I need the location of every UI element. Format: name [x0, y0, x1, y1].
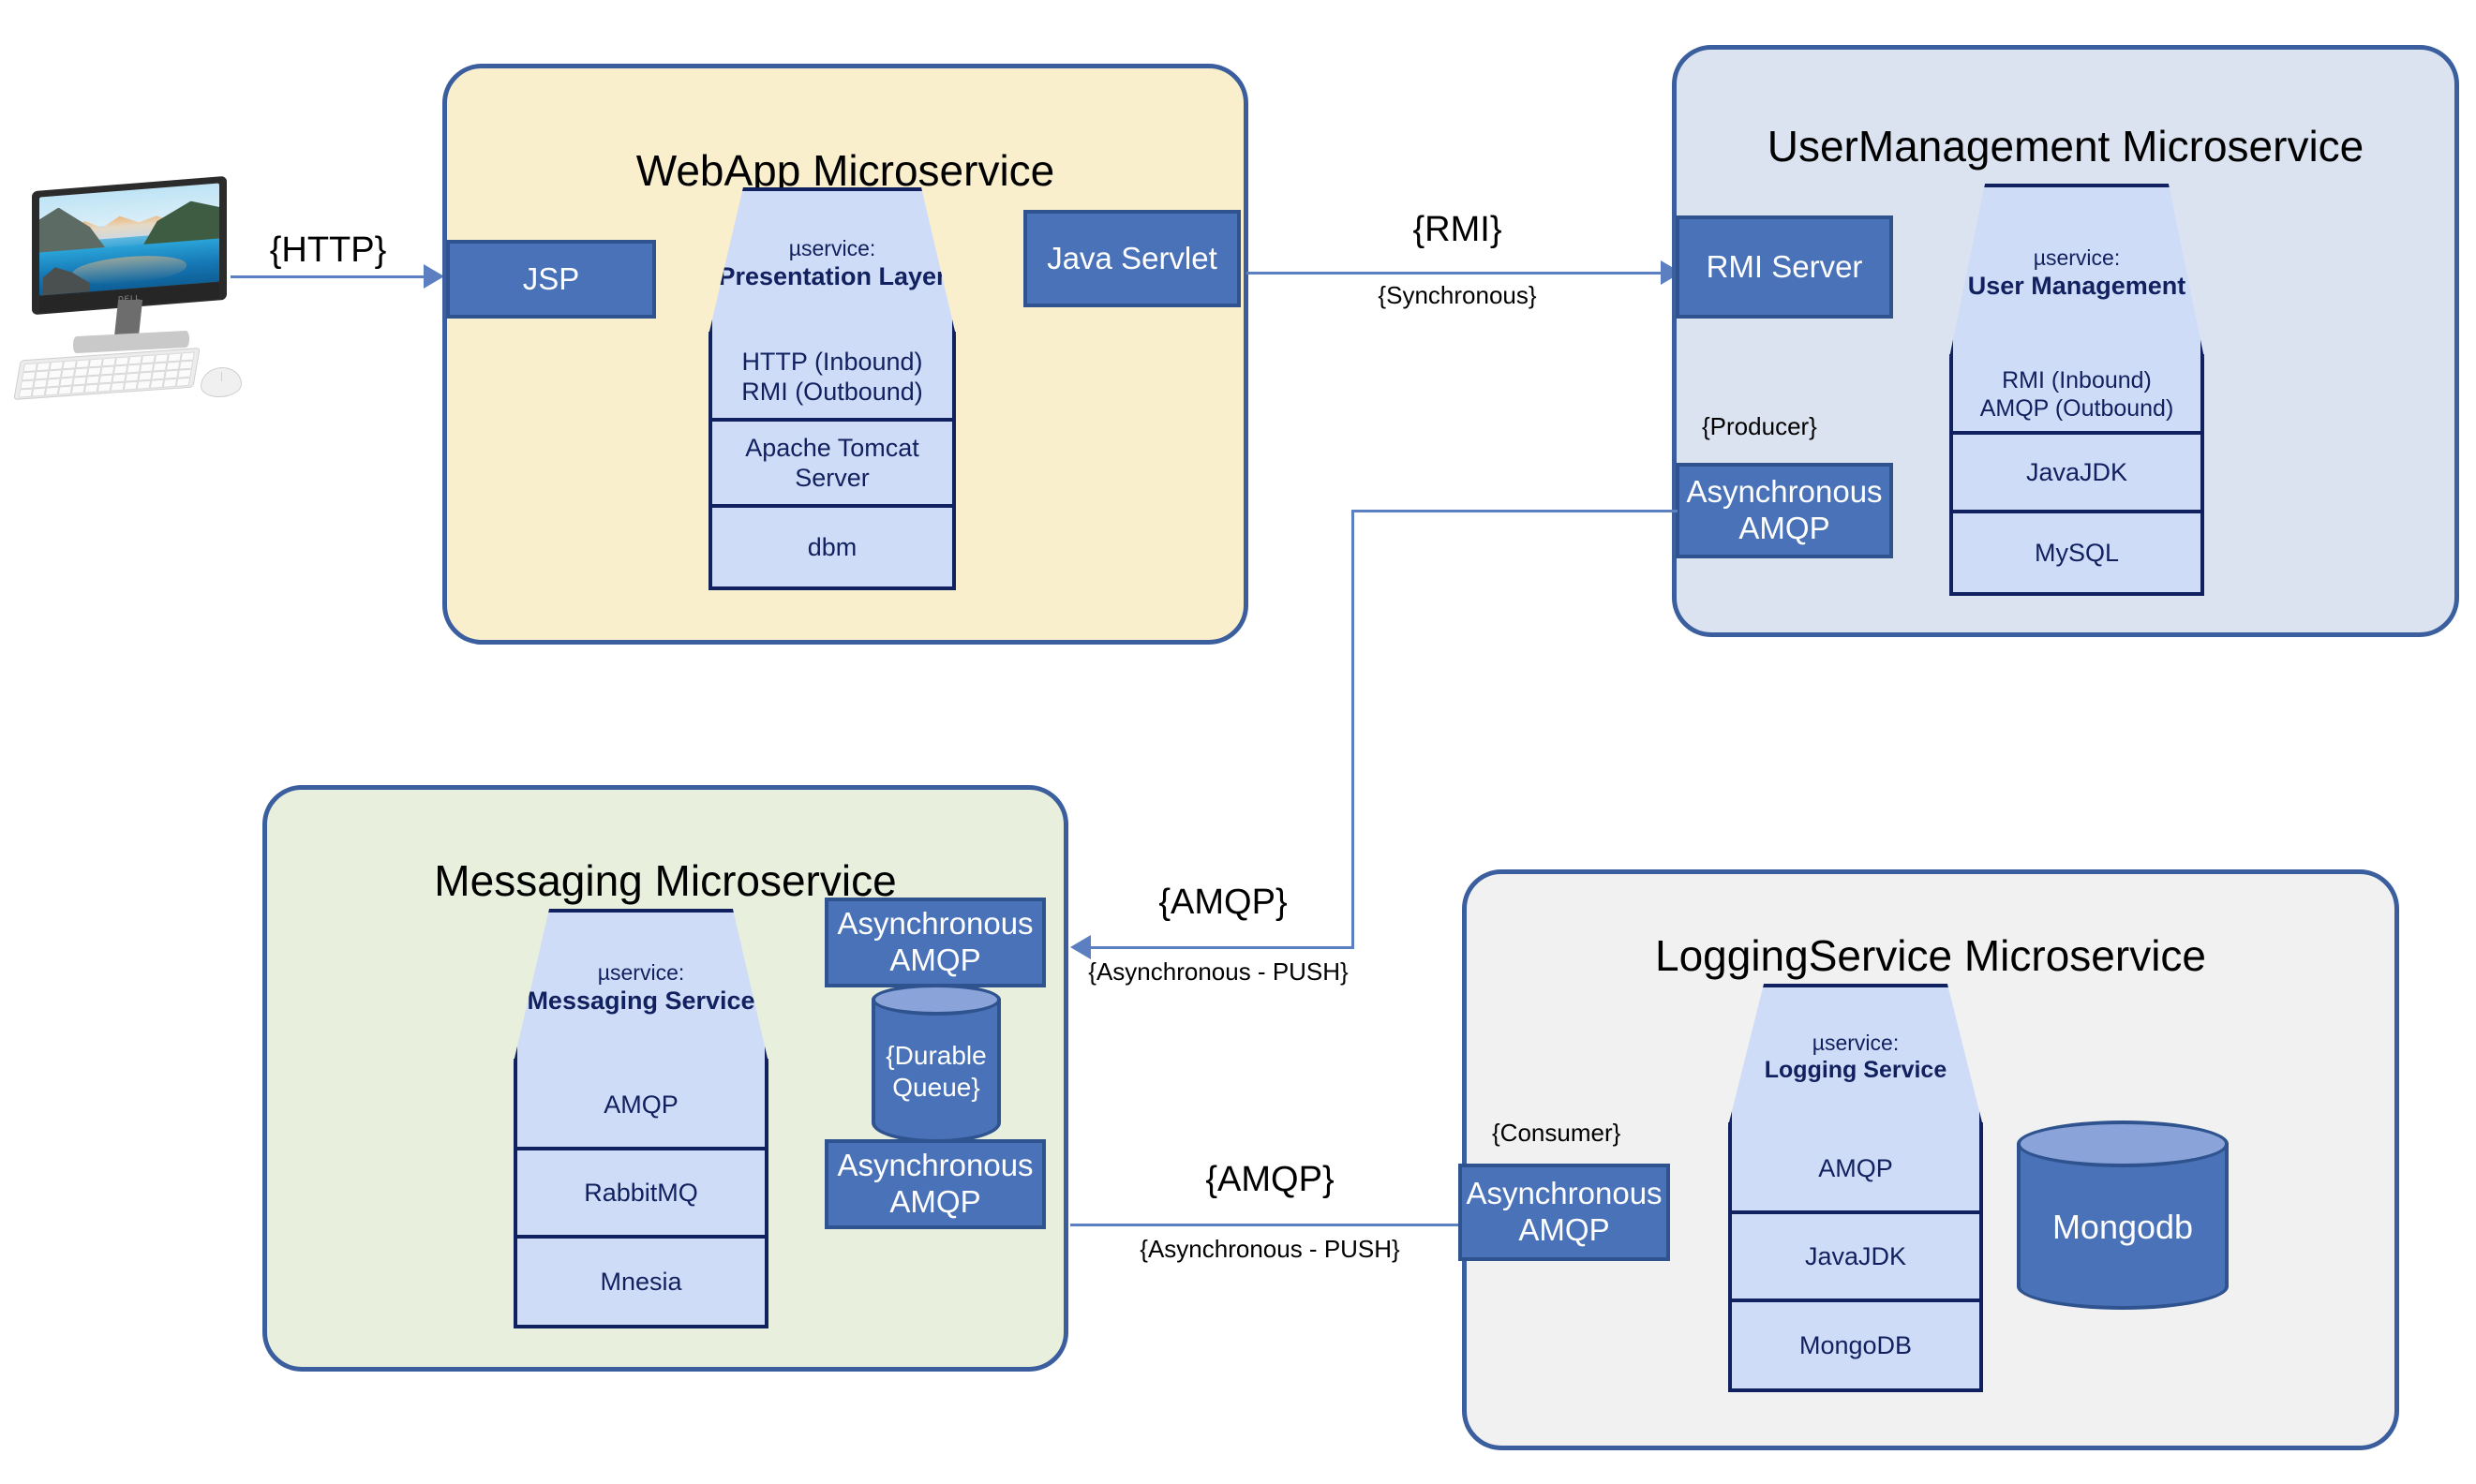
usermanagement-cap-sub: µservice:	[2033, 245, 2121, 270]
panel-title-usermanagement: UserManagement Microservice	[1767, 122, 2364, 171]
edge-label-rmi-mode: {Synchronous}	[1378, 281, 1537, 309]
logging-layer-2: MongoDB	[1728, 1298, 1983, 1392]
usermanagement-layer-0: RMI (Inbound) AMQP (Outbound)	[1949, 354, 2204, 435]
usermanagement-rmi-server-box[interactable]: RMI Server	[1676, 215, 1893, 319]
edge-label-amqp-consume-protocol: {AMQP}	[1205, 1160, 1335, 1199]
messaging-layer-0: AMQP	[514, 1059, 768, 1150]
webapp-stack-cap: µservice: Presentation Layer	[708, 187, 956, 335]
amqp-produce-arrowhead	[1070, 935, 1091, 959]
logging-layer-1: JavaJDK	[1728, 1210, 1983, 1302]
logging-cap-sub: µservice:	[1812, 1030, 1900, 1055]
edge-label-amqp-consume-mode: {Asynchronous - PUSH}	[1140, 1235, 1400, 1263]
usermanagement-layer-2: MySQL	[1949, 510, 2204, 596]
logging-consumer-tag: {Consumer}	[1492, 1119, 1621, 1147]
panel-title-loggingservice: LoggingService Microservice	[1654, 931, 2207, 980]
messaging-cap-sub: µservice:	[597, 959, 685, 985]
mongodb-label: Mongodb	[2051, 1208, 2194, 1246]
webapp-java-servlet-box[interactable]: Java Servlet	[1023, 210, 1241, 307]
messaging-layer-1: RabbitMQ	[514, 1147, 768, 1239]
webapp-layer-0: HTTP (Inbound) RMI (Outbound)	[708, 332, 956, 422]
logging-stack-cap: µservice: Logging Service	[1728, 984, 1983, 1126]
messaging-cap-main: Messaging Service	[527, 986, 755, 1015]
monitor-bezel: DELL	[32, 175, 227, 316]
logging-cap-main: Logging Service	[1764, 1056, 1947, 1083]
edge-label-amqp-produce-protocol: {AMQP}	[1158, 883, 1288, 922]
monitor-screen-wallpaper	[39, 183, 219, 296]
edge-label-http: {HTTP}	[269, 230, 387, 270]
messaging-async-amqp-outbound-box[interactable]: Asynchronous AMQP	[825, 1139, 1046, 1229]
edge-label-amqp-produce-mode: {Asynchronous - PUSH}	[1088, 957, 1349, 986]
usermanagement-producer-tag: {Producer}	[1702, 412, 1817, 440]
amqp-consume-edge-line	[1070, 1224, 1464, 1226]
monitor-stand-neck	[113, 300, 143, 337]
messaging-layer-2: Mnesia	[514, 1235, 768, 1328]
usermanagement-cap-main: User Management	[1967, 271, 2186, 300]
messaging-async-amqp-inbound-box[interactable]: Asynchronous AMQP	[825, 898, 1046, 987]
webapp-layer-1: Apache Tomcat Server	[708, 418, 956, 508]
logging-layer-0: AMQP	[1728, 1122, 1983, 1214]
rmi-edge-line	[1246, 272, 1666, 275]
amqp-produce-segment-top	[1351, 510, 1678, 512]
http-arrowhead	[424, 264, 444, 289]
webapp-layer-2: dbm	[708, 504, 956, 590]
logging-async-amqp-box[interactable]: Asynchronous AMQP	[1458, 1164, 1670, 1261]
webapp-jsp-box[interactable]: JSP	[446, 240, 656, 319]
panel-title-messaging: Messaging Microservice	[434, 856, 897, 905]
desktop-computer-icon: DELL	[13, 175, 251, 401]
amqp-produce-segment-bottom	[1091, 946, 1354, 949]
webapp-cap-sub: µservice:	[788, 235, 876, 260]
durable-queue-label: {Durable Queue}	[886, 1041, 987, 1102]
edge-label-rmi-protocol: {RMI}	[1412, 210, 1502, 249]
mongodb-cylinder: Mongodb	[2017, 1120, 2229, 1310]
usermanagement-async-amqp-box[interactable]: Asynchronous AMQP	[1676, 463, 1893, 558]
messaging-service-stack: µservice: Messaging Service AMQP RabbitM…	[514, 909, 768, 1328]
durable-queue-cylinder: {Durable Queue}	[872, 984, 1001, 1143]
webapp-cap-main: Presentation Layer	[718, 261, 947, 290]
webapp-service-stack: µservice: Presentation Layer HTTP (Inbou…	[708, 187, 956, 590]
usermanagement-service-stack: µservice: User Management RMI (Inbound) …	[1949, 184, 2204, 596]
usermanagement-layer-1: JavaJDK	[1949, 431, 2204, 513]
usermanagement-stack-cap: µservice: User Management	[1949, 184, 2204, 358]
keyboard-icon	[13, 348, 201, 400]
panel-title-webapp: WebApp Microservice	[635, 146, 1055, 195]
messaging-stack-cap: µservice: Messaging Service	[514, 909, 768, 1062]
http-edge-line	[231, 275, 427, 278]
amqp-produce-segment-vertical	[1351, 510, 1354, 948]
mouse-icon	[201, 365, 242, 399]
logging-service-stack: µservice: Logging Service AMQP JavaJDK M…	[1728, 984, 1983, 1392]
